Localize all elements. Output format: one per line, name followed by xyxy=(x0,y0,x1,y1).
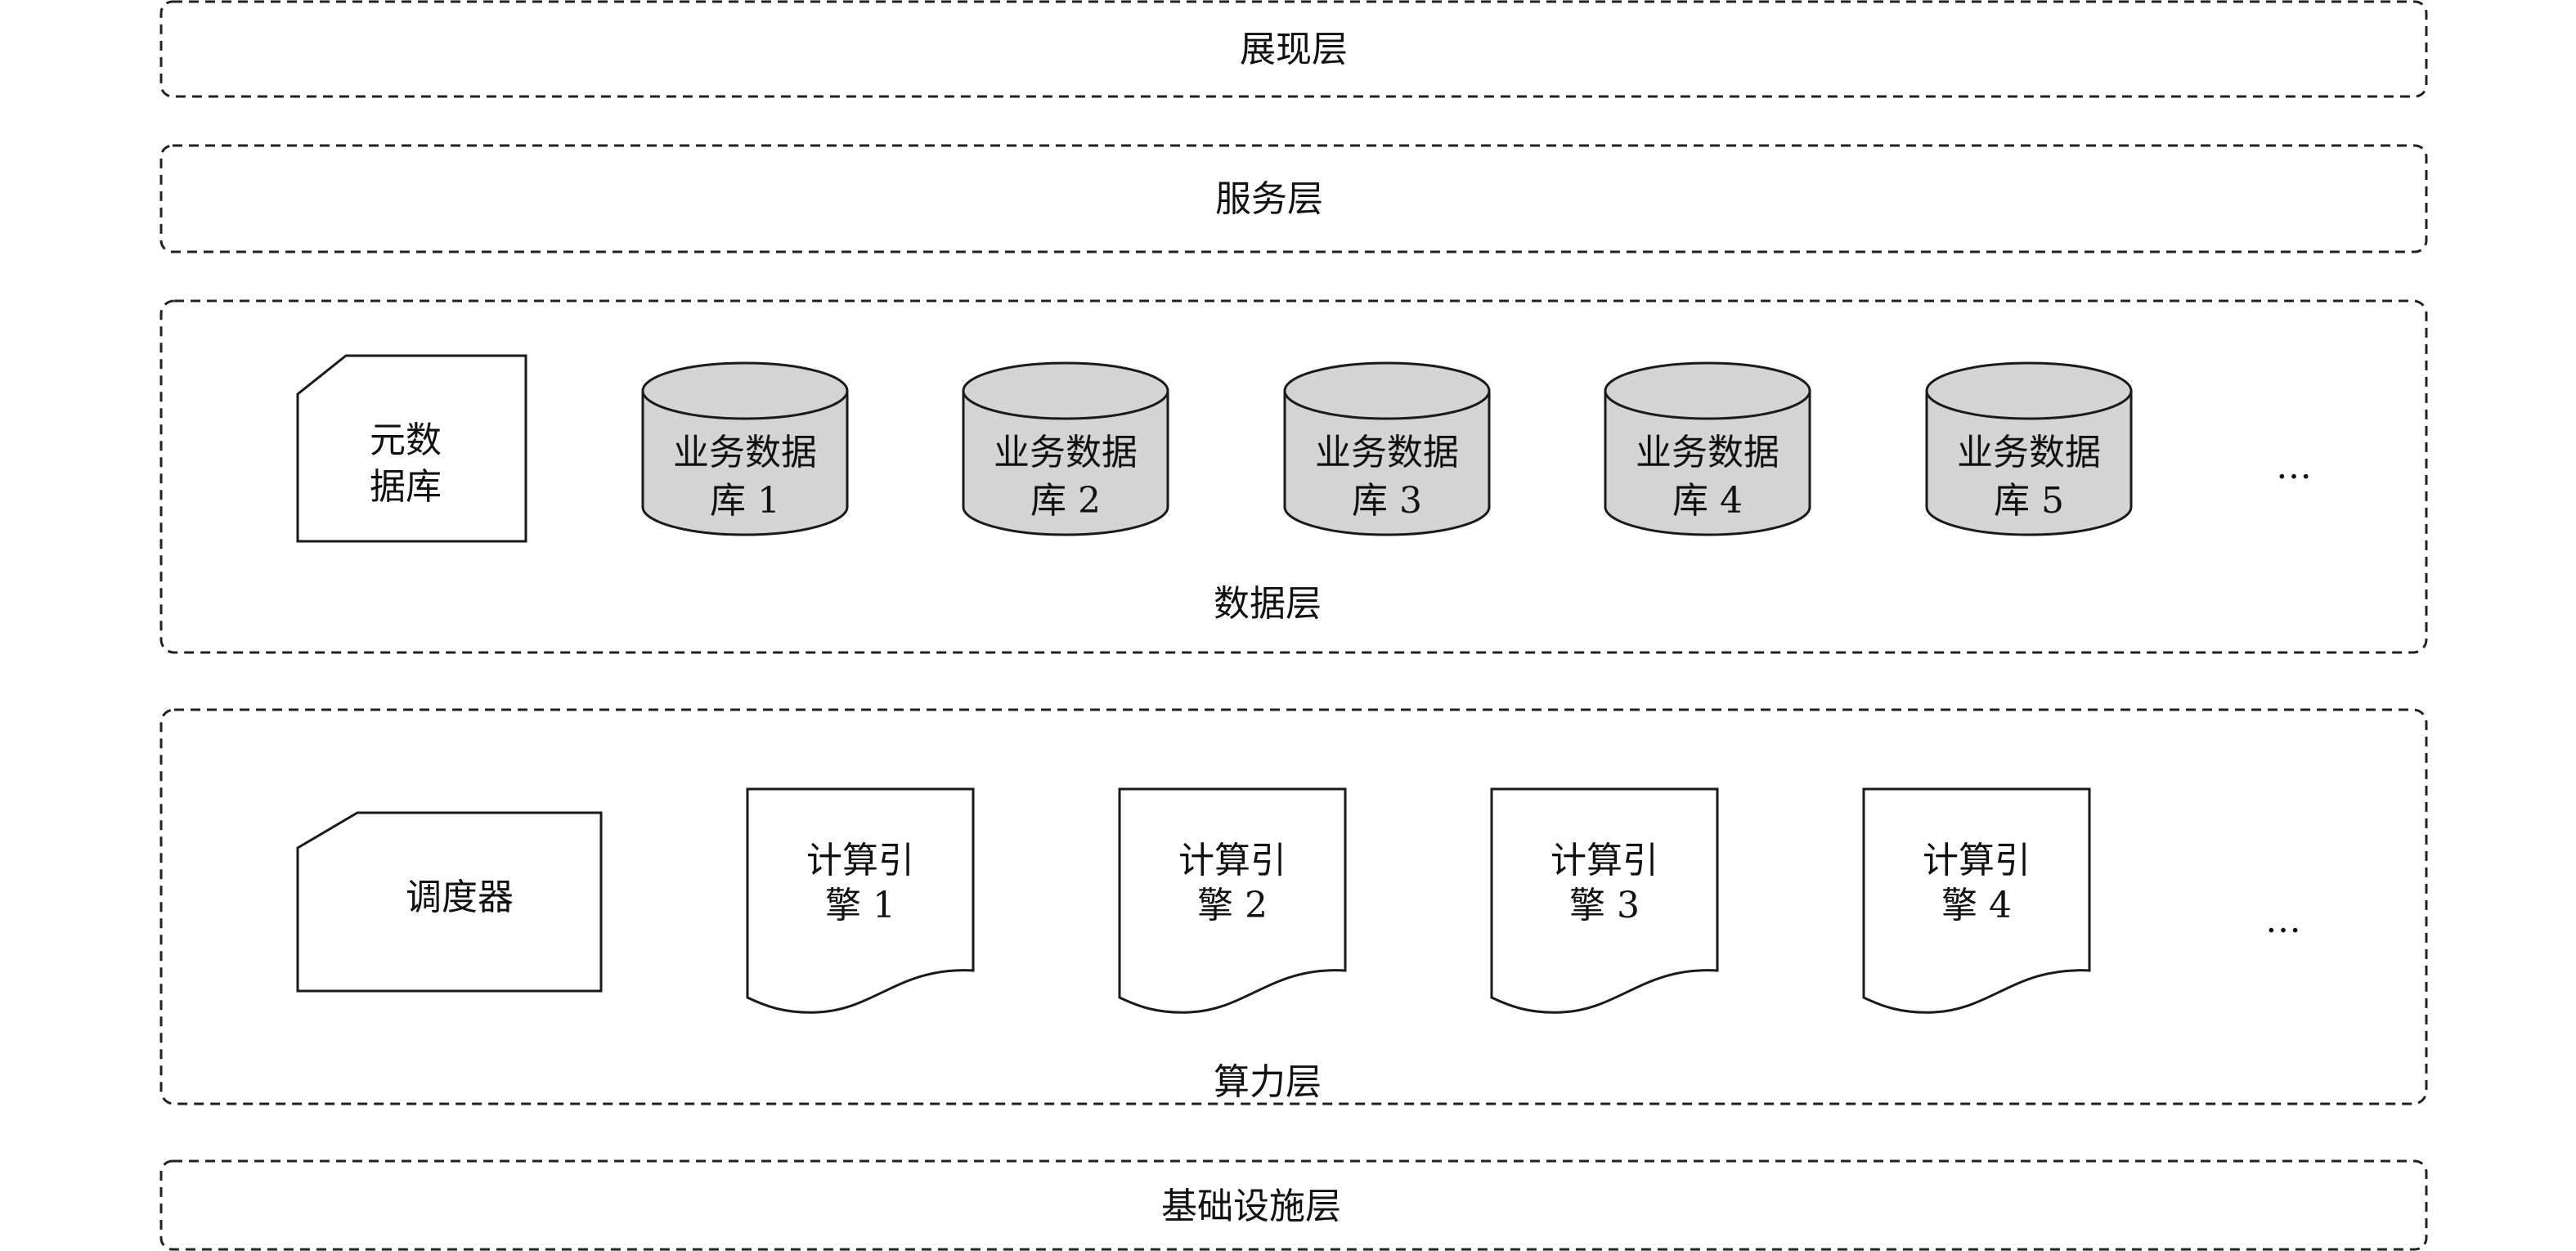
database-cylinder-top xyxy=(962,361,1169,420)
business-db-3: 业务数据 库 3 xyxy=(1283,361,1491,536)
compute-engine-label-line1: 计算引 xyxy=(1923,840,2031,881)
metadata-db-label-line2: 据库 xyxy=(370,466,442,508)
database-cylinder-body xyxy=(641,389,849,536)
compute-layer-box xyxy=(159,708,2428,1105)
document-shape xyxy=(1118,787,1347,1014)
business-db-label-line1: 业务数据 xyxy=(1636,432,1779,473)
compute-layer-label: 算力层 xyxy=(1214,1061,1322,1103)
business-db-2: 业务数据 库 2 xyxy=(962,361,1169,536)
infrastructure-layer-box xyxy=(159,1159,2428,1251)
compute-layer-ellipsis: … xyxy=(2265,899,2301,941)
scheduler-label: 调度器 xyxy=(406,877,514,918)
data-layer-ellipsis: … xyxy=(2276,446,2312,487)
compute-engine-3: 计算引 擎 3 xyxy=(1490,787,1719,1014)
compute-layer: 调度器 计算引 擎 1 计算引 擎 2 计算引 擎 3 计算引 擎 4 … 算力… xyxy=(159,708,2428,1105)
scheduler: 调度器 xyxy=(296,811,603,993)
compute-engine-label-line2: 擎 1 xyxy=(825,885,895,926)
metadata-db: 元数 据库 xyxy=(296,354,527,543)
document-shape xyxy=(746,787,975,1014)
database-cylinder-top xyxy=(1604,361,1811,420)
database-cylinder-top xyxy=(1925,361,2133,420)
scheduler-shape xyxy=(296,811,603,993)
database-cylinder-body xyxy=(962,389,1169,536)
compute-engine-2: 计算引 擎 2 xyxy=(1118,787,1347,1014)
compute-engine-label-line1: 计算引 xyxy=(806,840,914,881)
presentation-layer-label: 展现层 xyxy=(1240,29,1348,70)
data-layer: 元数 据库 业务数据 库 1 业务数据 库 2 业务数据 库 3 业务数据 库 … xyxy=(159,299,2428,654)
data-layer-box xyxy=(159,299,2428,654)
business-db-5: 业务数据 库 5 xyxy=(1925,361,2133,536)
business-db-label-line1: 业务数据 xyxy=(673,432,817,473)
compute-engine-4: 计算引 擎 4 xyxy=(1862,787,2091,1014)
business-db-label-line2: 库 1 xyxy=(710,480,780,522)
metadata-db-shape xyxy=(296,354,527,543)
metadata-db-label-line1: 元数 xyxy=(370,419,442,461)
presentation-layer: 展现层 xyxy=(159,0,2428,98)
database-cylinder-body xyxy=(1283,389,1491,536)
business-db-label-line1: 业务数据 xyxy=(994,432,1138,473)
compute-engine-1: 计算引 擎 1 xyxy=(746,787,975,1014)
business-db-label-line1: 业务数据 xyxy=(1315,432,1459,473)
database-cylinder-top xyxy=(641,361,849,420)
compute-engine-label-line1: 计算引 xyxy=(1551,840,1658,881)
compute-engine-label-line2: 擎 2 xyxy=(1197,885,1268,926)
business-db-label-line2: 库 2 xyxy=(1030,480,1101,522)
document-shape xyxy=(1862,787,2091,1014)
business-db-label-line2: 库 3 xyxy=(1352,480,1422,522)
business-db-4: 业务数据 库 4 xyxy=(1604,361,1811,536)
business-db-label-line1: 业务数据 xyxy=(1957,432,2101,473)
presentation-layer-box xyxy=(159,0,2428,98)
infrastructure-layer: 基础设施层 xyxy=(159,1159,2428,1251)
database-cylinder-body xyxy=(1925,389,2133,536)
business-db-label-line2: 库 4 xyxy=(1672,480,1743,522)
service-layer-box xyxy=(159,144,2428,253)
service-layer-label: 服务层 xyxy=(1215,178,1323,220)
compute-engine-label-line1: 计算引 xyxy=(1178,840,1286,881)
infrastructure-layer-label: 基础设施层 xyxy=(1161,1186,1341,1227)
compute-engine-label-line2: 擎 4 xyxy=(1941,885,2012,926)
compute-engine-label-line2: 擎 3 xyxy=(1569,885,1640,926)
document-shape xyxy=(1490,787,1719,1014)
service-layer: 服务层 xyxy=(159,144,2428,253)
database-cylinder-top xyxy=(1283,361,1491,420)
business-db-1: 业务数据 库 1 xyxy=(641,361,849,536)
business-db-label-line2: 库 5 xyxy=(1994,480,2064,522)
data-layer-label: 数据层 xyxy=(1214,583,1322,625)
database-cylinder-body xyxy=(1604,389,1811,536)
